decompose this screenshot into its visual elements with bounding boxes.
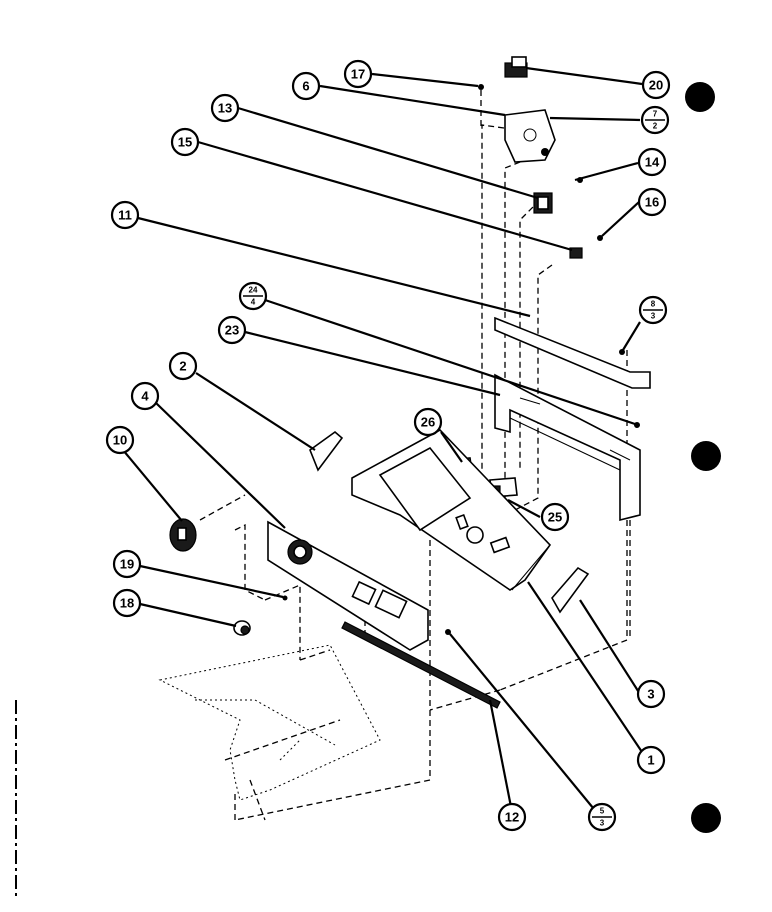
svg-text:24: 24 [249,286,258,295]
svg-text:13: 13 [218,101,232,116]
svg-text:14: 14 [645,155,660,170]
part-23-bracket [494,373,641,522]
svg-text:25: 25 [548,510,562,525]
svg-text:18: 18 [120,596,134,611]
svg-text:17: 17 [351,67,365,82]
part-17-screw [478,84,484,90]
part-15-block [569,247,583,259]
callout-3: 3 [636,679,666,709]
callout-20: 20 [641,70,671,100]
callout-10: 10 [105,425,135,455]
svg-text:6: 6 [302,79,309,94]
part-4-front-panel [267,520,429,651]
punch-hole-top [685,82,715,112]
svg-text:16: 16 [645,195,659,210]
svg-text:3: 3 [600,819,605,828]
svg-text:15: 15 [178,135,192,150]
svg-text:26: 26 [421,415,435,430]
punch-hole-middle [691,441,721,471]
callout-25: 25 [540,502,570,532]
svg-text:10: 10 [113,433,127,448]
svg-text:5: 5 [600,807,605,816]
part-16-screw [597,235,603,241]
part-12-trim [341,621,501,709]
svg-text:3: 3 [651,312,656,321]
svg-text:7: 7 [653,110,658,119]
leader-lines [122,66,645,815]
svg-text:4: 4 [251,298,256,307]
svg-text:1: 1 [647,753,654,768]
part-20-connector [504,56,528,78]
part-5-3-screw [445,629,451,635]
callout-6: 6 [291,71,321,101]
part-2-spacer [309,430,344,472]
svg-text:2: 2 [653,122,658,131]
callout-11: 11 [110,200,140,230]
svg-text:12: 12 [505,810,519,825]
callout-8-3: 8 3 [638,295,668,325]
callout-12: 12 [497,802,527,832]
base-outline [158,644,381,801]
svg-text:19: 19 [120,557,134,572]
svg-text:4: 4 [141,389,149,404]
svg-text:2: 2 [179,359,186,374]
part-1-console [351,429,552,591]
punch-hole-bottom [691,803,721,833]
svg-text:3: 3 [647,687,654,702]
callout-16: 16 [637,187,667,217]
svg-text:11: 11 [118,208,132,223]
callout-23: 23 [217,315,247,345]
svg-text:8: 8 [651,300,656,309]
callout-5-3: 5 3 [587,802,617,832]
callout-26: 26 [413,407,443,437]
part-13-switch [533,192,553,214]
part-19-screw [282,595,288,601]
callout-2: 2 [168,351,198,381]
callout-18: 18 [112,588,142,618]
svg-text:20: 20 [649,78,663,93]
svg-text:23: 23 [225,323,239,338]
callout-19: 19 [112,549,142,579]
callout-1: 1 [636,745,666,775]
callout-14: 14 [637,147,667,177]
part-11-rail [494,316,651,389]
part-8-3-screw [619,349,625,355]
callout-24-4: 24 4 [238,281,268,311]
part-6-timer [504,109,556,163]
callout-13: 13 [210,93,240,123]
callout-17: 17 [343,59,373,89]
callout-7-2: 7 2 [640,105,670,135]
callout-15: 15 [170,127,200,157]
part-18-knob [233,620,251,636]
part-24-4-screw [634,422,640,428]
callout-4: 4 [130,381,160,411]
part-3-spacer [551,566,590,614]
part-10-knob [169,518,197,552]
